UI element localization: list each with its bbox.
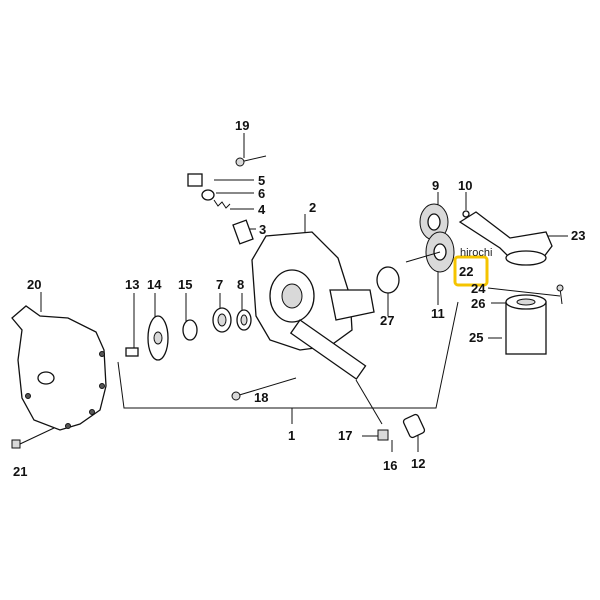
filter-assembly <box>458 211 564 355</box>
callout-numbers: 19 5 6 4 3 2 9 10 23 22 24 26 25 27 11 2… <box>13 118 585 479</box>
callout-5: 5 <box>258 173 265 188</box>
callout-24: 24 <box>471 281 486 296</box>
pump-housing <box>231 231 375 401</box>
callout-15: 15 <box>178 277 192 292</box>
drain-fittings <box>355 379 426 441</box>
callout-11: 11 <box>431 306 445 321</box>
callout-23: 23 <box>571 228 585 243</box>
callout-3: 3 <box>259 222 266 237</box>
cover-plate <box>11 305 107 431</box>
callout-17: 17 <box>338 428 352 443</box>
callout-10: 10 <box>458 178 472 193</box>
top-small-parts <box>187 155 267 245</box>
bolt-21 <box>11 427 55 449</box>
callout-14: 14 <box>147 277 162 292</box>
callout-19: 19 <box>235 118 249 133</box>
callout-22: 22 <box>459 264 473 279</box>
callout-6: 6 <box>258 186 265 201</box>
callout-1: 1 <box>288 428 295 443</box>
callout-20: 20 <box>27 277 41 292</box>
callout-25: 25 <box>469 330 483 345</box>
callout-9: 9 <box>432 178 439 193</box>
callout-4: 4 <box>258 202 266 217</box>
callout-27: 27 <box>380 313 394 328</box>
watermark-text: hirochi <box>460 247 492 259</box>
highlight-box-22 <box>453 255 489 287</box>
gear-set <box>376 203 470 294</box>
shaft-parts <box>125 307 252 361</box>
callout-16: 16 <box>383 458 397 473</box>
callout-13: 13 <box>125 277 139 292</box>
callout-12: 12 <box>411 456 425 471</box>
callout-26: 26 <box>471 296 485 311</box>
callout-7: 7 <box>216 277 223 292</box>
callout-21: 21 <box>13 464 27 479</box>
callout-8: 8 <box>237 277 244 292</box>
callout-18: 18 <box>254 390 268 405</box>
callout-2: 2 <box>309 200 316 215</box>
